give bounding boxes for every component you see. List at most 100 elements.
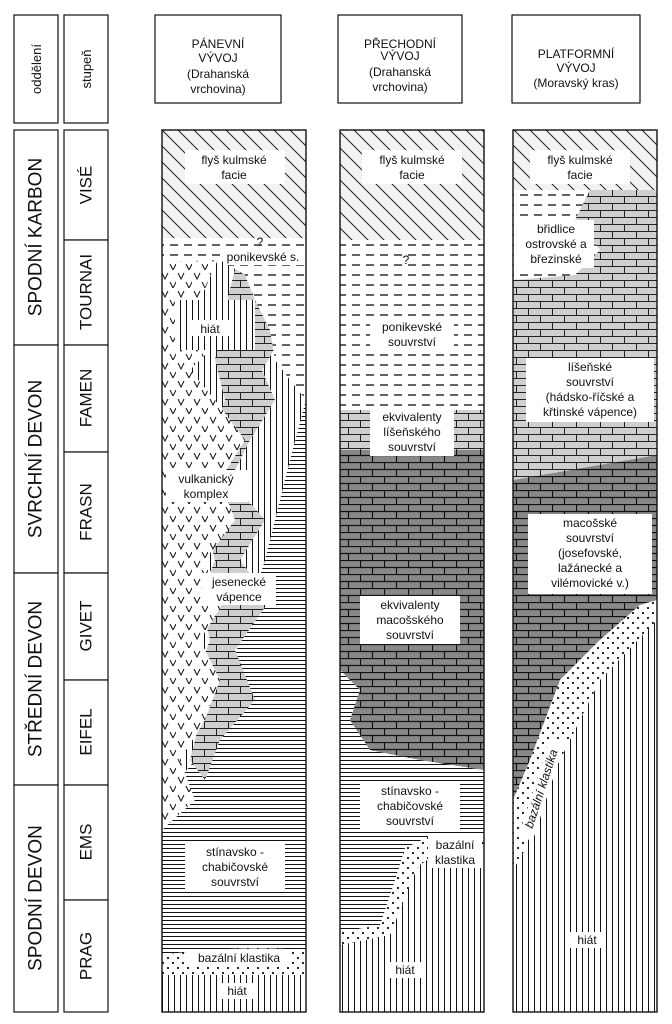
col1-jesenec-limestone	[190, 250, 306, 780]
header: oddělení stupeň PÁNEVNÍ VÝVOJ (Drahanská…	[13, 14, 641, 124]
col3-frame	[512, 129, 658, 1013]
panel1-header-line2: VÝVOJ	[198, 50, 237, 65]
panel1-header-line4: vrchovina)	[190, 82, 245, 96]
stage-scale: VISÉ TOURNAI FAMEN FRASN GIVET EIFEL EMS…	[63, 129, 109, 1013]
col1-ponikev-shale	[162, 238, 306, 400]
col1-ponikev-label: ponikevské s.	[227, 250, 300, 264]
division-box-spodni	[13, 784, 59, 1013]
stage-box-frasn	[63, 451, 109, 574]
stage-label-givet: GIVET	[77, 600, 96, 651]
col3-brdlice-label-3: březinské	[530, 252, 582, 266]
col3-lisen-label-2: souvrství	[566, 375, 615, 389]
stage-label-tournai: TOURNAI	[77, 254, 96, 330]
col2-ponikev-label-2: souvrství	[388, 335, 437, 349]
col1-volcanic-label-2: komplex	[184, 487, 229, 501]
stage-box-tournai	[63, 239, 109, 346]
col3-macos-label-1: macošské	[563, 516, 617, 530]
col2-macos-label-2: macošského	[376, 613, 444, 627]
col3-brdlice-label-1: břidlice	[537, 222, 575, 236]
col1-stinav-label-2: chabičovské	[202, 860, 268, 874]
col1-question: ?	[257, 235, 264, 249]
col3-hiat-label: hiát	[577, 933, 597, 947]
panel3-header-line1: PLATFORMNÍ	[538, 46, 615, 61]
panel1-header-line1: PÁNEVNÍ	[192, 36, 245, 51]
col2-bazal-label-1: bazální	[436, 838, 475, 852]
col2-stinav-label-3: souvrství	[386, 814, 435, 828]
col1-frame	[161, 129, 307, 1013]
col3-lisen-label-4: křtinské vápence)	[543, 405, 637, 419]
col2-bazal-label-2: klastika	[435, 853, 475, 867]
col3-flysh-label-2: facie	[567, 168, 593, 182]
col1-labels: flyš kulmské facie ? ponikevské s. hiát …	[166, 150, 304, 999]
col2-question: ?	[403, 253, 410, 267]
panel3-header-box	[511, 14, 641, 104]
panel2-header-line2: VÝVOJ	[380, 48, 419, 63]
col1-hiat-top-label: hiát	[200, 322, 220, 336]
col3-lisen-label-1: líšeňské	[568, 360, 612, 374]
col3-macos-label-5: vilémovické v.)	[551, 576, 629, 590]
col3-macos-label-3: (josefovské,	[558, 546, 622, 560]
col1-hiat-bottom-label: hiát	[227, 984, 247, 998]
division-label-karbon: SPODNÍ KARBON	[26, 158, 47, 316]
header-division-label: oddělení	[29, 44, 44, 94]
col2-lisen-label-1: ekvivalenty	[382, 410, 441, 424]
col1-jesenec-label-2: vápence	[216, 590, 262, 604]
col1-jesenec-label-1: jesenecké	[211, 575, 266, 589]
panel2-header-line4: vrchovina)	[372, 80, 427, 94]
col2-hiat-label: hiát	[395, 963, 415, 977]
division-box-karbon	[13, 129, 59, 346]
stage-label-frasn: FRASN	[77, 483, 96, 541]
col1-stinav-label-1: stínavsko -	[206, 845, 264, 859]
stage-box-givet	[63, 572, 109, 681]
division-box-svrchni	[13, 344, 59, 574]
panel2-header-line1: PŘECHODNÍ	[364, 36, 437, 51]
col1-volcanic	[162, 250, 245, 830]
col2-flysh-label-1: flyš kulmské	[379, 153, 445, 167]
panel1-header-line3: (Drahanská	[187, 67, 249, 81]
panel3-header-line3: (Moravský kras)	[533, 76, 618, 90]
col1-flysh-label-1: flyš kulmské	[201, 153, 267, 167]
stage-label-eifel: EIFEL	[77, 708, 96, 755]
stage-label-famen: FAMEN	[77, 369, 96, 428]
header-stage-box	[63, 14, 109, 124]
col2-macos-label-1: ekvivalenty	[380, 598, 439, 612]
col1-stinav-label-3: souvrství	[211, 875, 260, 889]
stage-label-ems: EMS	[77, 824, 96, 861]
col2-stinav-label-2: chabičovské	[377, 799, 443, 813]
col2-flysh	[340, 130, 484, 240]
col2-macos-label-3: souvrství	[386, 628, 435, 642]
col2-frame	[339, 129, 485, 1013]
stage-box-prag	[63, 899, 109, 1013]
division-label-stredni: STŘEDNÍ DEVON	[25, 601, 47, 757]
col1-volcanic-label-1: vulkanický	[178, 472, 233, 486]
col3-flysh-label-1: flyš kulmské	[547, 153, 613, 167]
stage-box-famen	[63, 344, 109, 453]
division-scale: SPODNÍ KARBON SVRCHNÍ DEVON STŘEDNÍ DEVO…	[13, 129, 59, 1013]
stage-label-vise: VISÉ	[77, 166, 96, 205]
col1-bazal-label: bazální klastika	[198, 951, 280, 965]
division-label-svrchni: SVRCHNÍ DEVON	[26, 380, 47, 538]
column-prechodni	[340, 130, 484, 1012]
col1-flysh-label-2: facie	[221, 168, 247, 182]
col3-bazal	[513, 600, 657, 870]
division-label-spodni: SPODNÍ DEVON	[26, 825, 47, 971]
col3-macos-label-4: lažánecké a	[558, 561, 622, 575]
header-stage-label: stupeň	[79, 49, 94, 88]
panel1-header-box	[154, 14, 282, 104]
panel2-header-line3: (Drahanská	[369, 65, 431, 79]
stage-box-ems	[63, 784, 109, 901]
panel2-header-box	[337, 14, 463, 104]
stage-label-prag: PRAG	[77, 932, 96, 980]
col2-flysh-label-2: facie	[399, 168, 425, 182]
col3-macos-label-2: souvrství	[566, 531, 615, 545]
col2-lisen-label-3: souvrství	[388, 440, 437, 454]
stage-box-eifel	[63, 679, 109, 786]
division-box-stredni	[13, 572, 59, 786]
header-division-box	[13, 14, 59, 124]
col2-lisen-label-2: líšeňského	[383, 425, 441, 439]
col3-lisen-label-3: (hádsko-říčské a	[546, 390, 635, 404]
panel3-header-line2: VÝVOJ	[556, 60, 595, 75]
col2-ponikev-label-1: ponikevské	[382, 320, 442, 334]
col2-stinav-label-1: stínavsko -	[381, 784, 439, 798]
